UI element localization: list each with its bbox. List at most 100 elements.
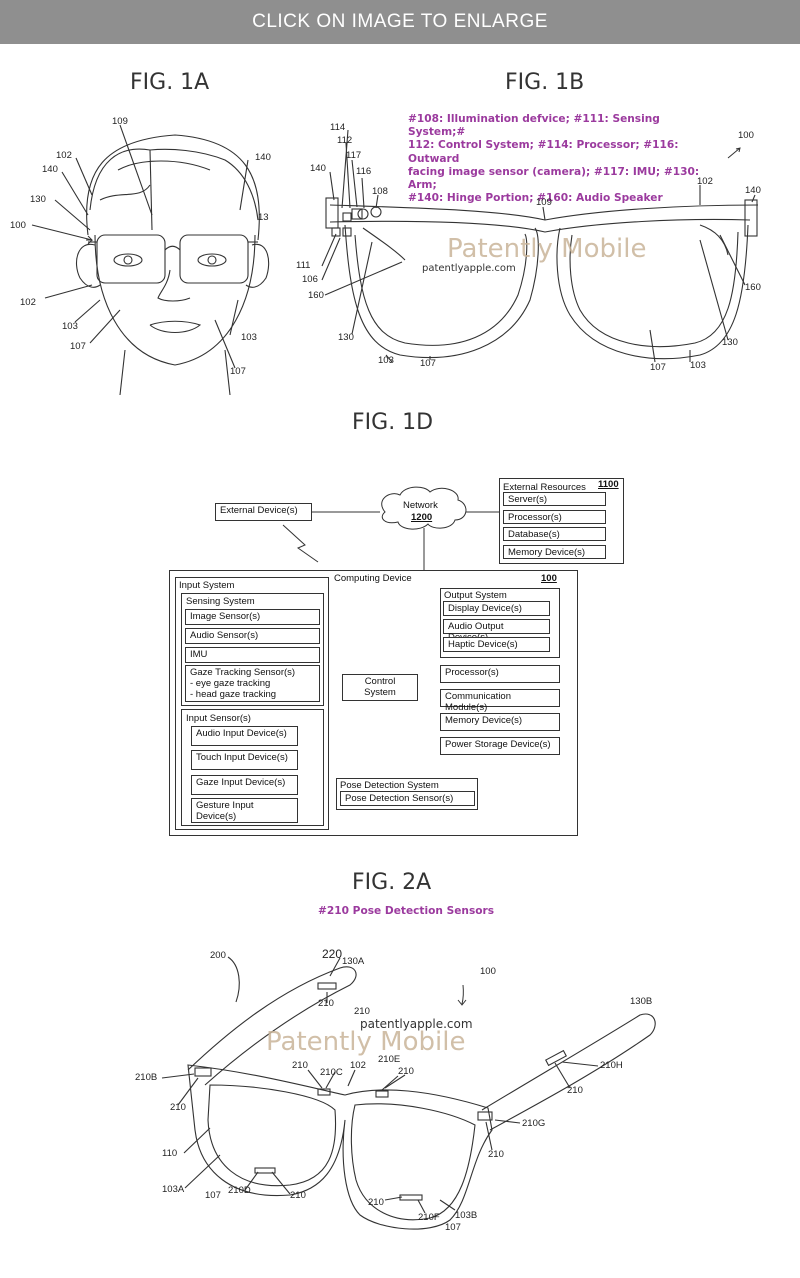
label-107: 107 (230, 366, 246, 377)
gaze-line: - eye gaze tracking (190, 678, 271, 689)
label-210D: 210D (228, 1185, 251, 1196)
label-103B: 103B (455, 1210, 478, 1221)
fig-2a-left-lens (207, 1084, 337, 1187)
label-109: 109 (112, 116, 128, 127)
label-210F: 210F (418, 1212, 440, 1223)
fig-1b-legend: #108: Illumination defvice; #111: Sensin… (408, 113, 708, 205)
label-210G: 210G (522, 1118, 546, 1129)
label-210: 210 (290, 1190, 306, 1201)
legend-line: #108: Illumination defvice; #111: Sensin… (408, 113, 660, 139)
label-210C: 210C (320, 1067, 343, 1078)
label-210: 210 (318, 998, 334, 1009)
gaze-line: Gaze Tracking Sensor(s) (190, 667, 296, 678)
network-number: 1200 (411, 512, 433, 523)
label-210: 210 (398, 1066, 414, 1077)
resource-server-box: Server(s) (503, 492, 606, 506)
label-107: 107 (70, 341, 86, 352)
fig-1d-title: FIG. 1D (352, 410, 434, 435)
network-label: Network (403, 500, 438, 511)
communication-module-box: Communication Module(s) (440, 689, 560, 713)
legend-line: #140: Hinge Portion; #160: Audio Speaker (408, 192, 663, 205)
label-200: 200 (210, 950, 226, 961)
audio-output-box: Audio Output Device(s) (443, 619, 550, 643)
label-114: 114 (330, 122, 346, 133)
power-storage-box: Power Storage Device(s) (440, 737, 560, 755)
gesture-line: Device(s) (196, 811, 237, 822)
enlarge-banner[interactable]: CLICK ON IMAGE TO ENLARGE (0, 0, 800, 44)
label-107: 107 (420, 358, 436, 369)
fig-2a-title: FIG. 2A (352, 870, 432, 895)
label-130B: 130B (630, 996, 653, 1007)
fig-1b-watermark: Patently Mobile (447, 234, 647, 264)
legend-line: facing image sensor (camera); #117: IMU;… (408, 165, 700, 192)
touch-input-box: Touch Input Device(s) (191, 750, 298, 770)
label-107: 107 (650, 362, 666, 373)
output-system-title: Output System (444, 590, 507, 601)
gaze-line: - head gaze tracking (190, 689, 277, 700)
label-210B: 210B (135, 1072, 158, 1083)
pose-detection-title: Pose Detection System (340, 780, 439, 791)
fig-1b-title: FIG. 1B (505, 70, 585, 95)
label-160: 160 (745, 282, 761, 293)
fig-1a-title: FIG. 1A (130, 70, 210, 95)
gesture-input-box: Gesture Input Device(s) (191, 798, 298, 823)
fig-1b-url: patentlyapple.com (422, 263, 516, 274)
computing-device-number: 100 (541, 573, 557, 584)
label-13: 13 (258, 212, 269, 223)
label-103: 103 (241, 332, 257, 343)
label-102: 102 (56, 150, 72, 161)
label-103: 103 (378, 355, 394, 366)
display-device-box: Display Device(s) (443, 601, 550, 616)
fig-1a-face (94, 234, 256, 366)
label-103: 103 (690, 360, 706, 371)
fig-1a-head-outline (86, 134, 260, 241)
label-102: 102 (350, 1060, 366, 1071)
fig-2a-url: patentlyapple.com (360, 1017, 473, 1031)
label-100: 100 (480, 966, 496, 977)
computing-device-title: Computing Device (334, 573, 412, 584)
label-130: 130 (722, 337, 738, 348)
pose-sensor-box: Pose Detection Sensor(s) (340, 791, 475, 806)
control-line: Control (364, 676, 396, 687)
label-220: 220 (322, 947, 343, 961)
label-140: 140 (310, 163, 326, 174)
gesture-line: Gesture Input (196, 800, 254, 811)
label-110: 110 (162, 1148, 178, 1159)
label-210: 210 (354, 1006, 370, 1017)
label-140: 140 (255, 152, 271, 163)
legend-line: 112: Control System; #114: Processor; #1… (408, 139, 679, 165)
fig-2a-frame (187, 1064, 493, 1230)
control-system-box: Control System (342, 674, 418, 701)
fig-2a-legend: #210 Pose Detection Sensors (318, 905, 495, 917)
label-116: 116 (356, 166, 372, 177)
fig-2a-watermark: Patently Mobile (266, 1027, 466, 1057)
label-140: 140 (42, 164, 58, 175)
resource-memory-box: Memory Device(s) (503, 545, 606, 559)
label-117: 117 (346, 150, 362, 161)
label-210: 210 (368, 1197, 384, 1208)
haptic-device-box: Haptic Device(s) (443, 637, 550, 652)
sensing-system-title: Sensing System (186, 596, 255, 607)
memory-device-box: Memory Device(s) (440, 713, 560, 731)
audio-sensor-box: Audio Sensor(s) (185, 628, 320, 644)
gaze-tracking-box: Gaze Tracking Sensor(s) - eye gaze track… (185, 665, 320, 702)
label-102: 102 (20, 297, 36, 308)
label-210H: 210H (600, 1060, 623, 1071)
label-103A: 103A (162, 1184, 185, 1195)
input-sensor-title: Input Sensor(s) (186, 713, 251, 724)
label-111: 111 (296, 260, 311, 271)
label-140: 140 (745, 185, 761, 196)
label-112: 112 (337, 135, 353, 146)
label-130: 130 (338, 332, 354, 343)
enlarge-label: CLICK ON IMAGE TO ENLARGE (252, 11, 548, 32)
resource-processor-box: Processor(s) (503, 510, 606, 524)
label-130: 130 (30, 194, 46, 205)
label-210: 210 (488, 1149, 504, 1160)
label-108: 108 (372, 186, 388, 197)
label-106: 106 (302, 274, 318, 285)
label-210: 210 (292, 1060, 308, 1071)
label-210E: 210E (378, 1054, 401, 1065)
fig-1a-left-lens (96, 234, 166, 284)
resource-database-box: Database(s) (503, 527, 606, 541)
fig-1a-right-lens (179, 234, 249, 284)
